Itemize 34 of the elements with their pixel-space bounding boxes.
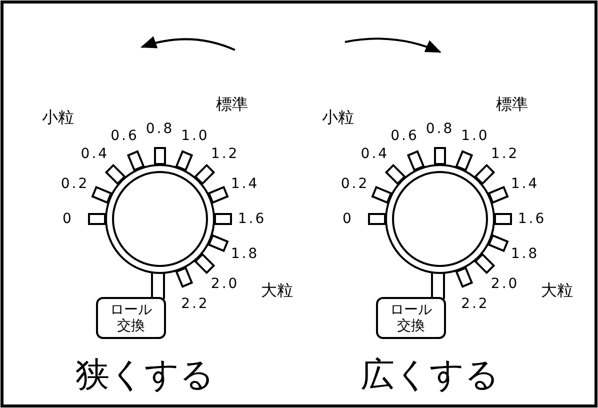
scale-label: 1.2: [490, 146, 520, 162]
scale-label: 1.4: [510, 176, 540, 192]
scale-label: 0.8: [146, 121, 174, 137]
size-label: 標準: [496, 94, 528, 116]
size-label: 小粒: [322, 108, 354, 128]
scale-label: 0.8: [426, 121, 454, 137]
scale-label: 2.0: [210, 276, 240, 292]
scale-label: 0: [342, 211, 354, 227]
scale-label: 2.0: [490, 276, 520, 292]
scale-label: 1.6: [238, 211, 266, 227]
scale-label: 2.2: [461, 296, 490, 312]
scale-label: 1.8: [510, 246, 540, 262]
scale-label: 1.6: [518, 211, 546, 227]
scale-label: 1.4: [230, 176, 260, 192]
roll-change-box: ロール交換: [376, 297, 446, 339]
roll-change-box: ロール交換: [96, 297, 166, 339]
caption: 広くする: [360, 354, 500, 397]
caption: 狭くする: [76, 354, 214, 397]
size-label: 大粒: [541, 280, 573, 302]
scale-label: 0.2: [60, 176, 90, 192]
scale-label: 0.2: [340, 176, 370, 192]
scale-label: 0.4: [80, 146, 110, 162]
scale-label: 1.0: [181, 128, 210, 144]
size-label: 標準: [216, 94, 248, 116]
scale-label: 1.8: [230, 246, 260, 262]
scale-label: 0.6: [110, 128, 139, 144]
scale-label: 0.6: [390, 128, 419, 144]
scale-label: 0.4: [360, 146, 390, 162]
size-label: 小粒: [42, 108, 74, 128]
scale-label: 0: [62, 211, 74, 227]
scale-label: 1.0: [461, 128, 490, 144]
scale-label: 2.2: [181, 296, 210, 312]
size-label: 大粒: [261, 280, 293, 302]
scale-label: 1.2: [210, 146, 240, 162]
